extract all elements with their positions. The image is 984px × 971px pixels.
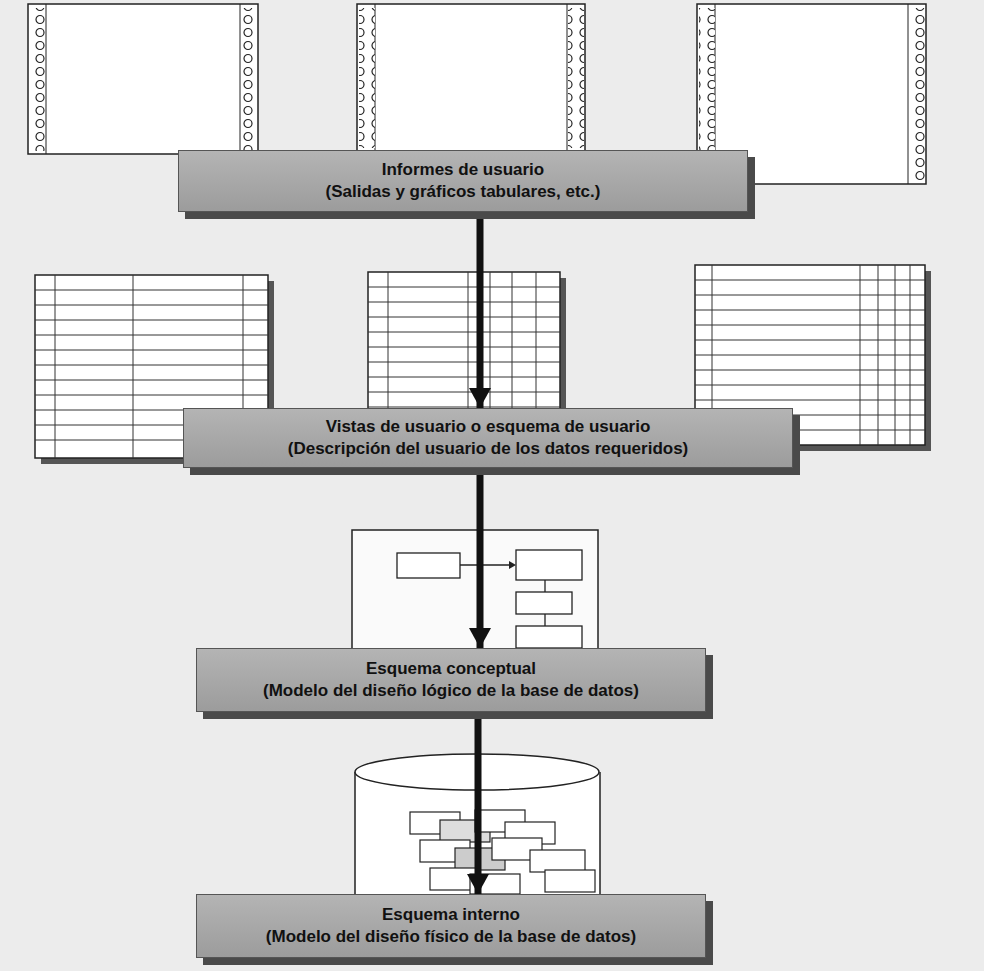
band-subtitle: (Modelo del diseño físico de la base de … [207,926,695,948]
schema-band: Informes de usuario(Salidas y gráficos t… [178,150,748,212]
flow-arrow [475,712,482,894]
printout-sheet [357,4,585,152]
band-title: Esquema interno [207,904,695,926]
database-cylinder [355,754,600,900]
band-subtitle: (Modelo del diseño lógico de la base de … [207,680,695,702]
band-title: Esquema conceptual [207,658,695,680]
model-figure [352,530,598,655]
schema-band: Esquema conceptual(Modelo del diseño lóg… [196,648,706,712]
band-subtitle: (Descripción del usuario de los datos re… [194,438,782,460]
band-title: Vistas de usuario o esquema de usuario [194,416,782,438]
schema-band: Vistas de usuario o esquema de usuario(D… [183,408,793,468]
flow-arrow [477,212,484,408]
flow-arrow [477,468,484,648]
printout-sheet [28,4,258,154]
schema-band: Esquema interno(Modelo del diseño físico… [196,894,706,958]
band-subtitle: (Salidas y gráficos tabulares, etc.) [189,181,737,203]
band-title: Informes de usuario [189,159,737,181]
